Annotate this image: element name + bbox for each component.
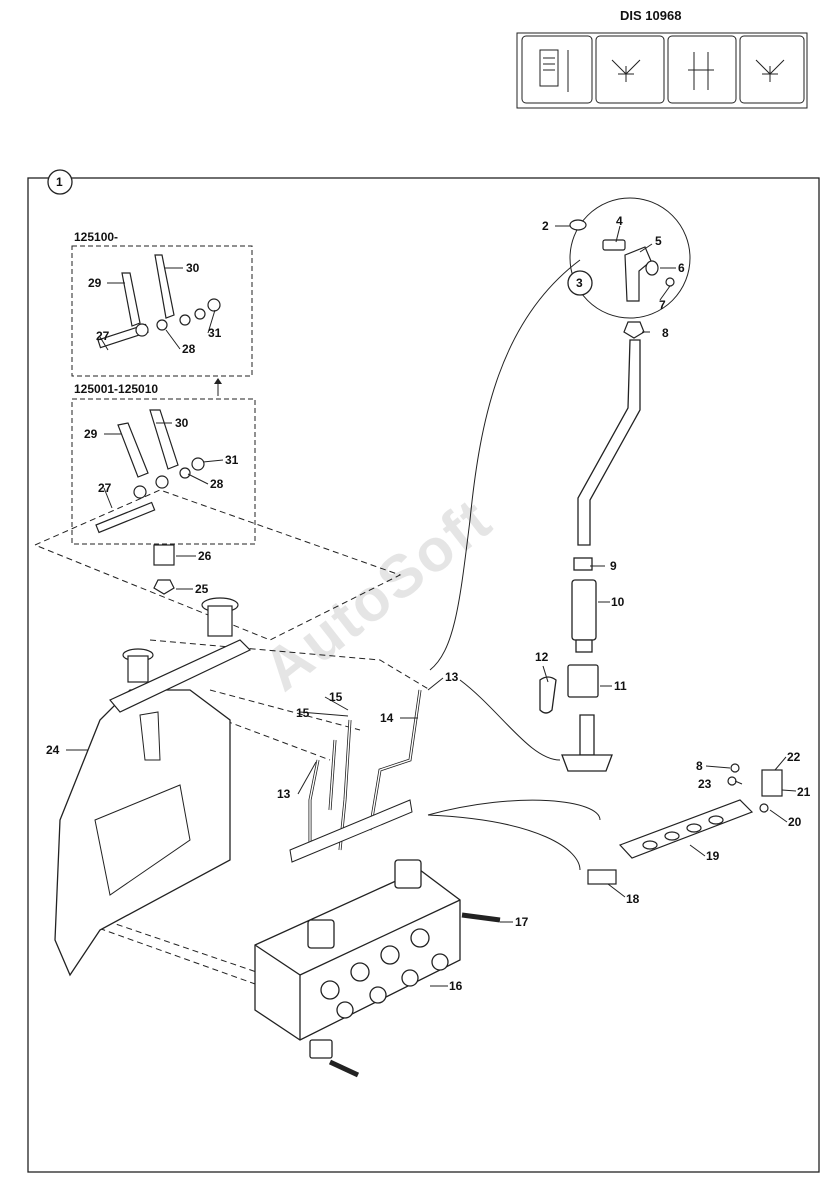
decal-strip bbox=[516, 32, 808, 109]
decal-panel-3-icon bbox=[667, 35, 737, 104]
callout-7: 7 bbox=[659, 298, 666, 312]
callout-17: 17 bbox=[515, 915, 529, 929]
callout-28-upper: 28 bbox=[182, 342, 196, 356]
callout-13: 13 bbox=[445, 670, 459, 684]
callout-24: 24 bbox=[46, 743, 60, 757]
callout-6: 6 bbox=[678, 261, 685, 275]
box-lower bbox=[71, 398, 256, 545]
dis-label: DIS 10968 bbox=[620, 8, 682, 23]
serial-label-upper: 125100- bbox=[74, 230, 119, 244]
callout-27-lower: 27 bbox=[98, 481, 112, 495]
callout-29-lower: 29 bbox=[84, 427, 98, 441]
callout-14: 14 bbox=[380, 711, 394, 725]
callout-8: 8 bbox=[696, 759, 703, 773]
decal-panel-1-icon bbox=[521, 35, 593, 104]
view-number-circle bbox=[47, 169, 73, 195]
callout-31-lower: 31 bbox=[225, 453, 239, 467]
callout-15: 15 bbox=[296, 706, 310, 720]
callout-29-upper: 29 bbox=[88, 276, 102, 290]
serial-label-lower: 125001-125010 bbox=[74, 382, 159, 396]
mounting-plate bbox=[54, 689, 231, 977]
detail-number: 3 bbox=[576, 276, 583, 290]
callout-13: 13 bbox=[277, 787, 291, 801]
callout-30-lower: 30 bbox=[175, 416, 189, 430]
callout-2: 2 bbox=[542, 219, 549, 233]
callout-16: 16 bbox=[449, 979, 463, 993]
callout-19: 19 bbox=[706, 849, 720, 863]
callout-30-upper: 30 bbox=[186, 261, 200, 275]
callout-28-lower: 28 bbox=[210, 477, 224, 491]
callout-15: 15 bbox=[329, 690, 343, 704]
decal-panel-4-icon bbox=[739, 35, 805, 104]
callout-27-upper: 27 bbox=[96, 329, 110, 343]
view-number: 1 bbox=[56, 175, 63, 189]
callout-11: 11 bbox=[614, 679, 627, 693]
callout-20: 20 bbox=[788, 815, 802, 829]
callout-4: 4 bbox=[616, 214, 623, 228]
callout-10: 10 bbox=[611, 595, 625, 609]
callout-25: 25 bbox=[195, 582, 209, 596]
valve-block bbox=[254, 859, 461, 1059]
callout-31-upper: 31 bbox=[208, 326, 222, 340]
callout-26: 26 bbox=[198, 549, 212, 563]
callout-18: 18 bbox=[626, 892, 640, 906]
view-frame bbox=[27, 177, 820, 1173]
decal-panel-2-icon bbox=[595, 35, 665, 104]
callout-21: 21 bbox=[797, 785, 811, 799]
callout-12: 12 bbox=[535, 650, 549, 664]
callout-9: 9 bbox=[610, 559, 617, 573]
detail-number-circle bbox=[567, 270, 593, 296]
callout-23: 23 bbox=[698, 777, 712, 791]
box-upper bbox=[71, 245, 253, 377]
callout-8: 8 bbox=[662, 326, 669, 340]
callout-22: 22 bbox=[787, 750, 801, 764]
callout-5: 5 bbox=[655, 234, 662, 248]
